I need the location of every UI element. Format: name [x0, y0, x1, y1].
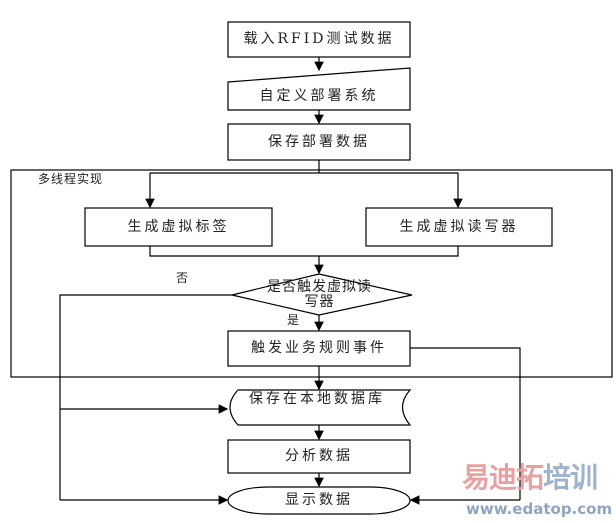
decision-label: 是否触发虚拟读写器	[267, 279, 372, 310]
save-local-label: 保存在本地数据库	[249, 391, 385, 407]
load-label: 载入RFID测试数据	[243, 31, 395, 47]
watermark-brand-a: 易迪拓	[462, 461, 544, 494]
save-deploy-label: 保存部署数据	[268, 134, 370, 150]
display-label: 显示数据	[285, 492, 353, 508]
trigger-label: 触发业务规则事件	[251, 340, 387, 356]
gen-tag-label: 生成虚拟标签	[127, 219, 230, 235]
gen-reader-label: 生成虚拟读写器	[399, 219, 519, 235]
watermark-brand-b: 培训	[543, 461, 598, 494]
save-local-shape	[229, 389, 412, 426]
custom-label: 自定义部署系统	[259, 88, 379, 104]
no-label: 否	[176, 271, 192, 285]
gen-reader-box	[365, 207, 553, 247]
watermark-logo: 易迪拓培训	[462, 461, 598, 494]
analyze-label: 分析数据	[285, 448, 353, 464]
yes-label: 是	[287, 313, 303, 327]
group-frame	[10, 169, 613, 378]
group-label: 多线程实现	[38, 172, 104, 186]
gen-tag-box	[84, 207, 273, 247]
custom-box	[227, 67, 411, 111]
watermark-url: www.edatop.com	[466, 500, 613, 518]
